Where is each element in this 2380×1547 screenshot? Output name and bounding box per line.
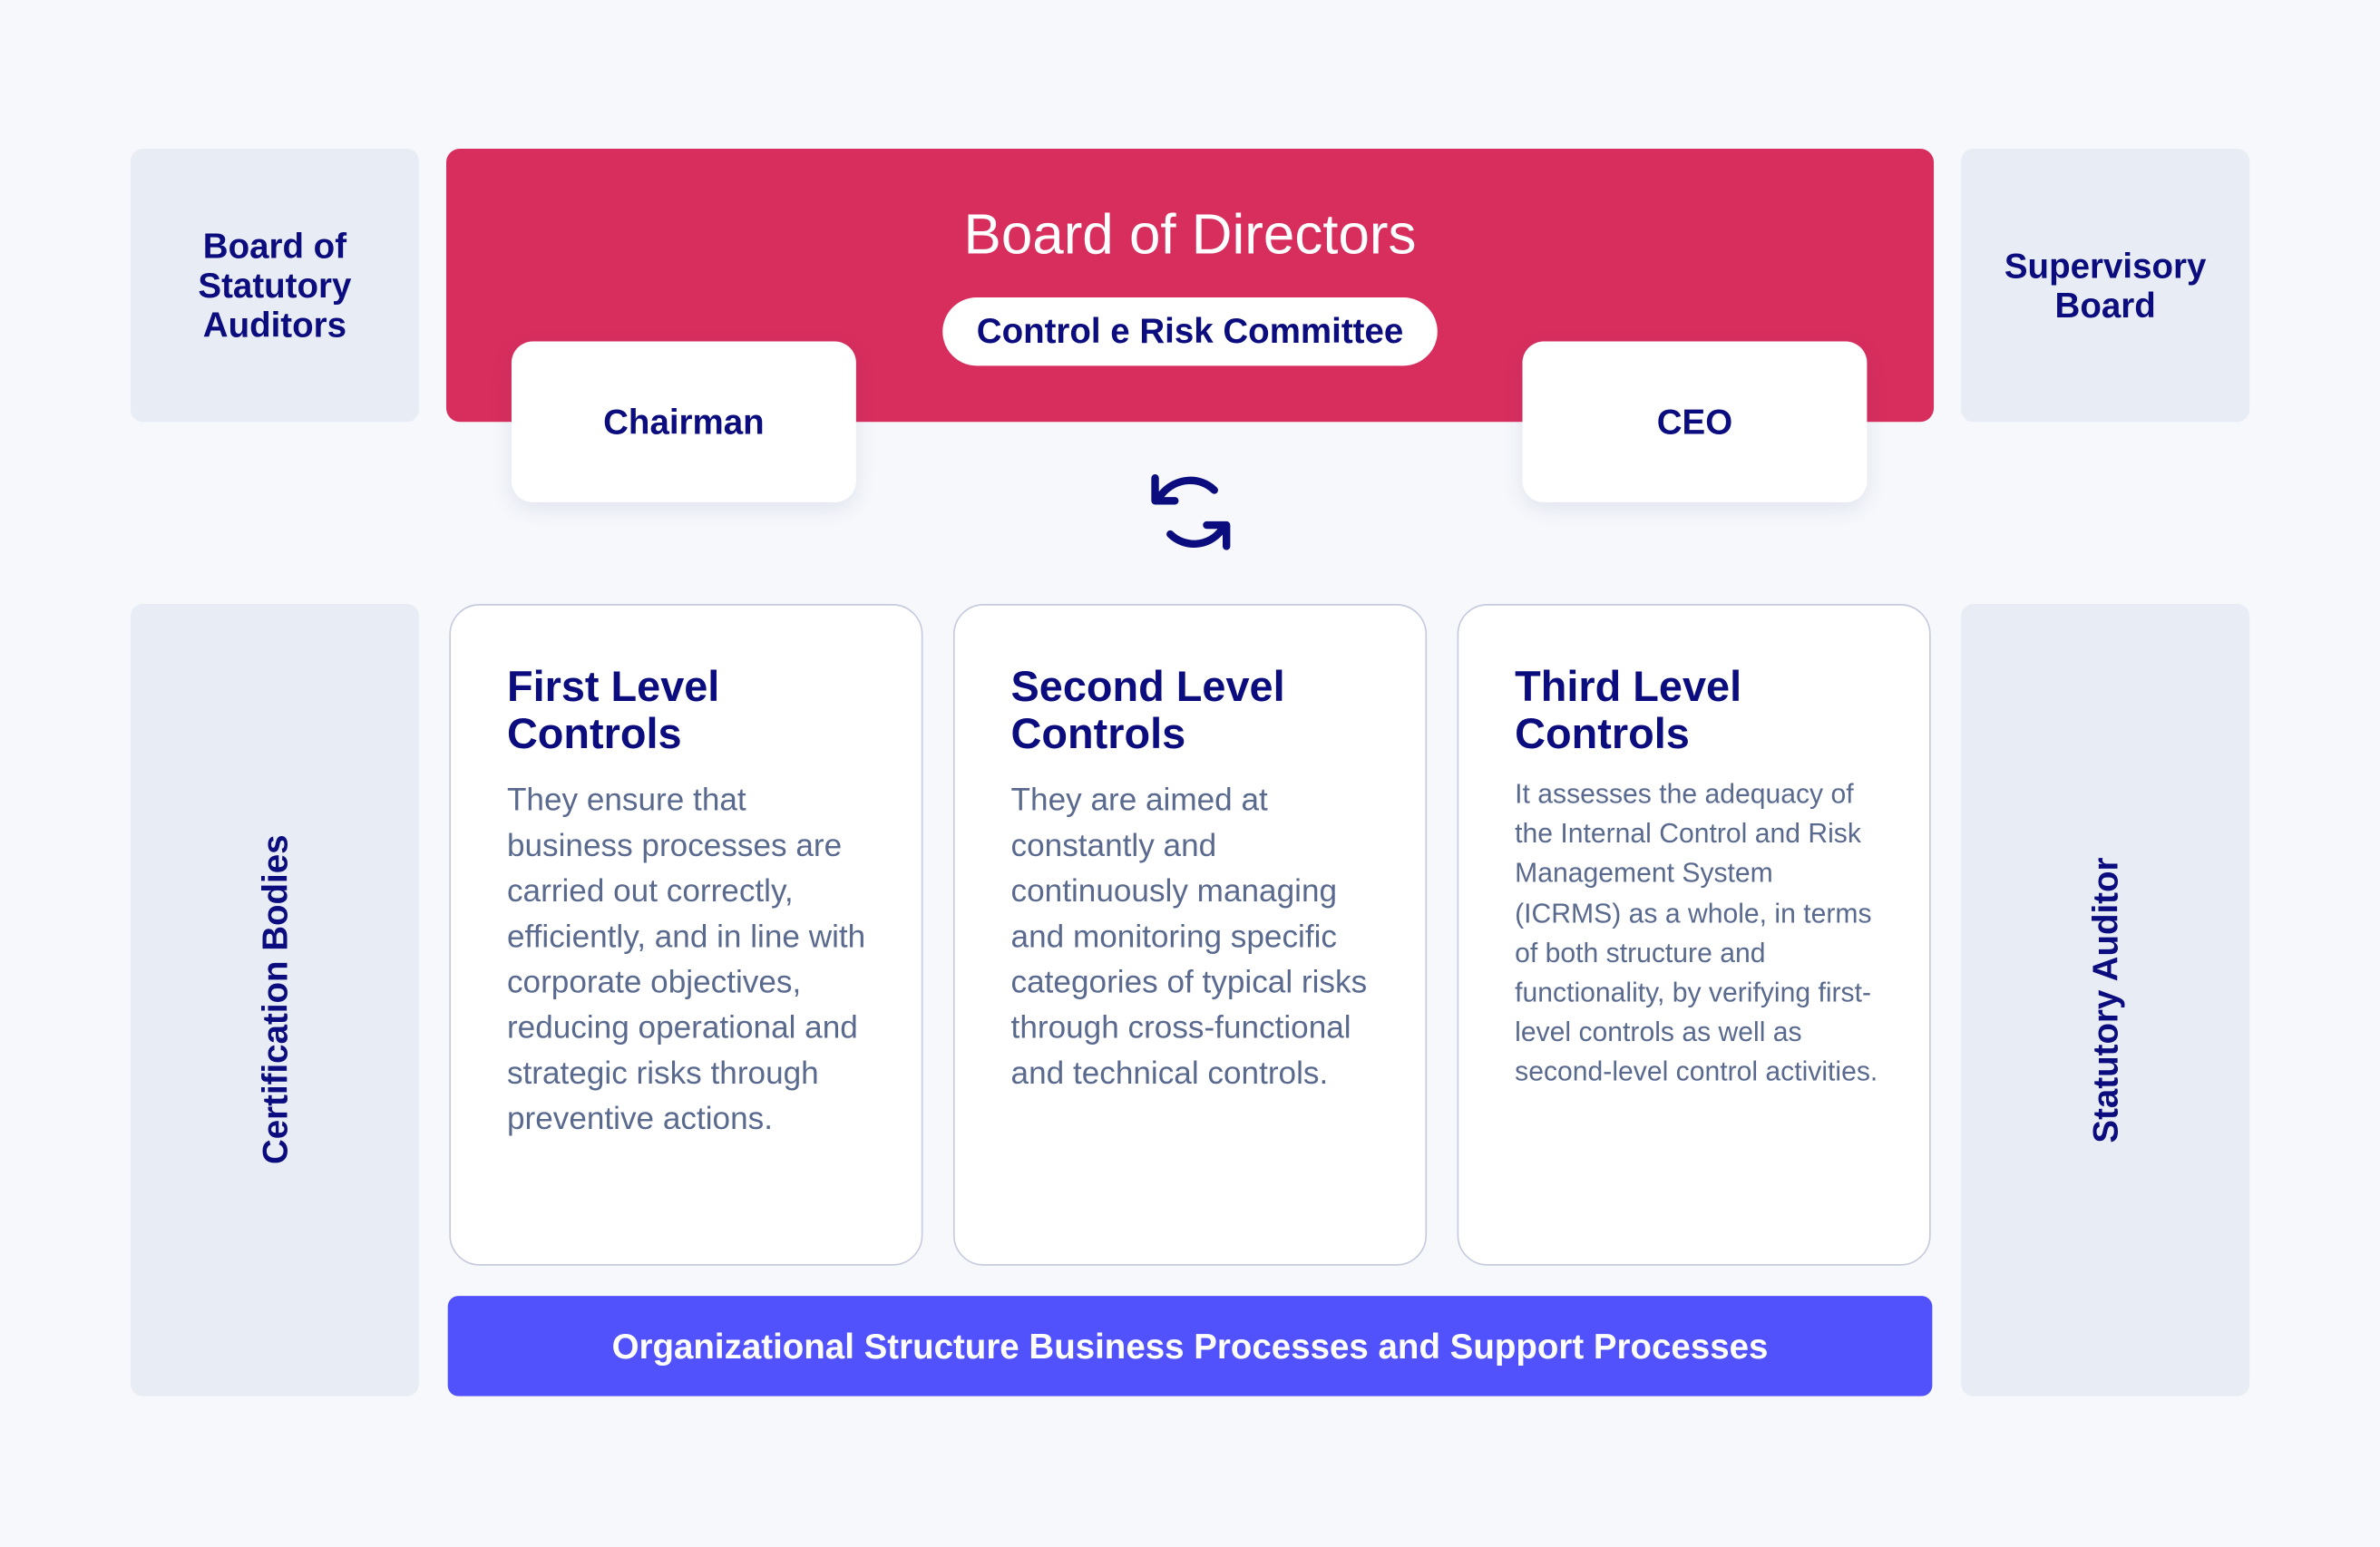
control-risk-committee-pill: Control e Risk Committee [942,297,1438,366]
board-of-statutory-auditors-box: Board of Statutory Auditors [130,149,419,423]
card-body: It assesses the adequacy of the Internal… [1515,778,1878,1087]
organizational-structure-bar: Organizational Structure Business Proces… [447,1296,1933,1396]
statutory-auditor-label: Statutory Auditor [2085,857,2125,1143]
board-of-directors-title: Board of Directors [963,203,1417,266]
card-body: They ensure that business processes are … [506,783,866,1137]
card-title: First Level Controls [506,663,720,758]
card-title: Third Level Controls [1515,663,1742,758]
certification-bodies-label: Certification Bodies [255,835,295,1165]
second-level-controls-card: Second Level Controls They are aimed at … [952,604,1428,1266]
third-level-controls-card: Third Level Controls It assesses the ade… [1457,604,1931,1266]
certification-bodies-box: Certification Bodies [130,604,419,1396]
statutory-auditor-box: Statutory Auditor [1961,604,2250,1396]
board-of-statutory-auditors-label: Board of Statutory Auditors [198,226,352,345]
refresh-arrows-icon [1151,473,1231,550]
chairman-box: Chairman [511,341,856,502]
first-level-controls-card: First Level Controls They ensure that bu… [449,604,923,1266]
card-title: Second Level Controls [1010,663,1285,758]
card-body: They are aimed at constantly and continu… [1010,783,1368,1092]
supervisory-board-label: Supervisory Board [2004,246,2207,326]
ceo-box: CEO [1522,341,1868,502]
supervisory-board-box: Supervisory Board [1961,149,2250,423]
